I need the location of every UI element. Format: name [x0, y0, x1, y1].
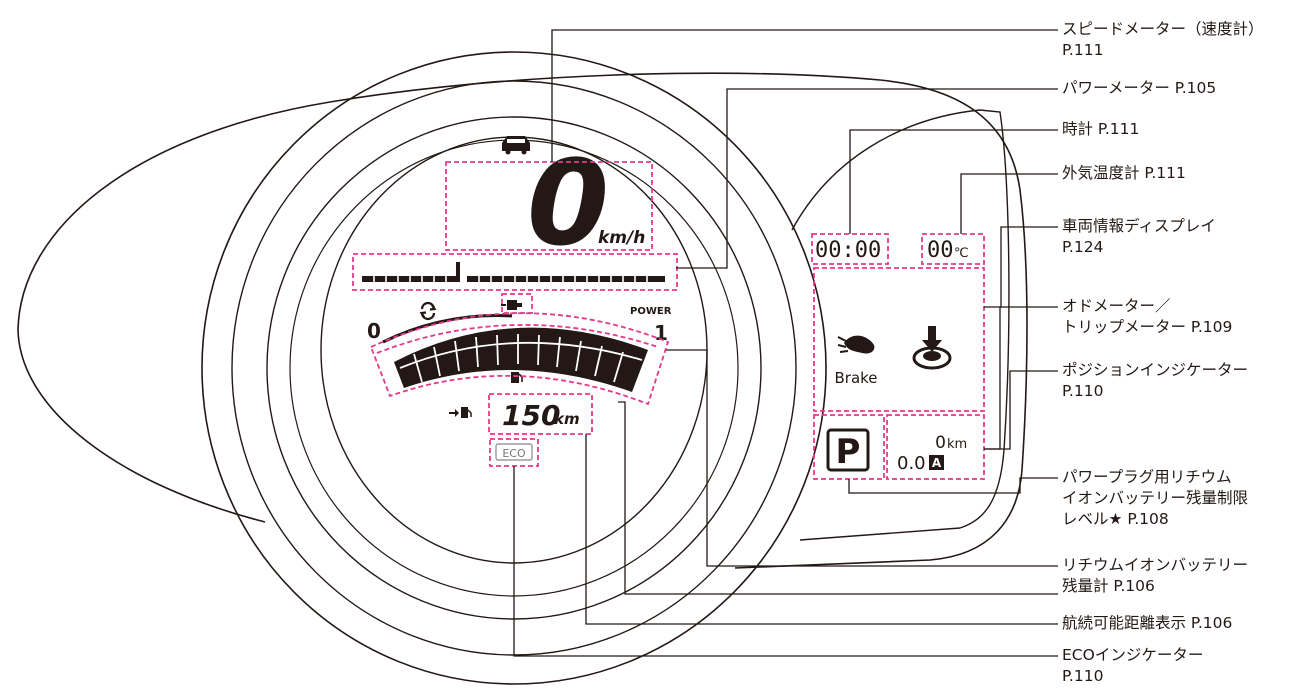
- power-label: POWER: [630, 306, 672, 317]
- callout-position-indicator: ポジションインジケーター P.110: [1062, 361, 1249, 400]
- car-icon: [502, 136, 530, 155]
- trip-id-box: [929, 455, 944, 470]
- power-indicator-highlight-box: [376, 324, 659, 354]
- trip-id: A: [932, 456, 942, 470]
- battery-gauge-arc: [394, 327, 648, 392]
- callout-vehicle-info-display: 車両情報ディスプレイ P.124: [1062, 217, 1216, 256]
- scale-min-label: 0: [367, 319, 381, 343]
- speed-value: 0: [527, 134, 609, 272]
- charge-plug-icon: [501, 300, 522, 310]
- plug-icon-highlight-box: [501, 293, 533, 314]
- fuel-pump-icon: [511, 372, 523, 383]
- clock-value: 00:00: [815, 238, 881, 263]
- callout-outside-temp: 外気温度計 P.111: [1062, 164, 1186, 182]
- callout-speedometer: スピードメーター（速度計） P.111: [1062, 20, 1264, 59]
- gear-indicator-value: P: [836, 432, 861, 472]
- push-button-icon: [912, 326, 952, 370]
- brake-label: Brake: [834, 369, 877, 387]
- trip-value: 0.0: [897, 453, 926, 474]
- power-meter-ticks: [373, 276, 648, 282]
- power-meter-bar: [362, 262, 665, 282]
- callout-eco-indicator: ECOインジケーター P.110: [1062, 646, 1204, 685]
- speed-unit: km/h: [598, 228, 645, 248]
- eco-indicator-label: ECO: [502, 447, 526, 460]
- callout-highlight-boxes: [352, 161, 985, 480]
- brake-foot-icon: [837, 335, 875, 354]
- callout-power-meter: パワーメーター P.105: [1062, 79, 1217, 97]
- battery-gauge-highlight-box: [369, 312, 670, 406]
- odo-trip-highlight-box: [886, 414, 985, 480]
- range-fuel-icon: [449, 407, 472, 418]
- outside-temp-unit: ℃: [954, 246, 969, 261]
- clock-highlight-box: [811, 233, 889, 265]
- scale-max-label: 1: [654, 321, 668, 345]
- odometer-value: 0: [935, 433, 946, 453]
- cluster-housing-outline: [17, 72, 1028, 569]
- callout-clock: 時計 P.111: [1062, 120, 1140, 138]
- eco-indicator-box: [495, 443, 533, 461]
- power-meter-highlight-box: [352, 253, 678, 291]
- info-display-highlight-box: [813, 267, 985, 412]
- battery-gauge-segments: [399, 334, 643, 383]
- gear-indicator-box: [826, 428, 870, 472]
- regen-icon: [419, 301, 437, 321]
- outside-temp-value: 00: [927, 238, 954, 263]
- callout-odo-trip-meter: オドメーター／ トリップメーター P.109: [1062, 297, 1233, 336]
- odometer-unit: km: [947, 437, 967, 452]
- range-value: 150: [502, 399, 560, 432]
- callout-battery-gauge: リチウムイオンバッテリー 残量計 P.106: [1062, 556, 1249, 595]
- range-unit: km: [554, 410, 580, 428]
- speed-highlight-box: [445, 161, 653, 251]
- range-highlight-box: [488, 393, 593, 435]
- callout-range-display: 航続可能距離表示 P.106: [1062, 614, 1233, 632]
- leader-lines: [513, 29, 1058, 657]
- callout-power-plug-battery-limit: パワープラグ用リチウム イオンバッテリー残量制限 レベル★ P.108: [1062, 468, 1249, 528]
- temp-highlight-box: [921, 233, 985, 265]
